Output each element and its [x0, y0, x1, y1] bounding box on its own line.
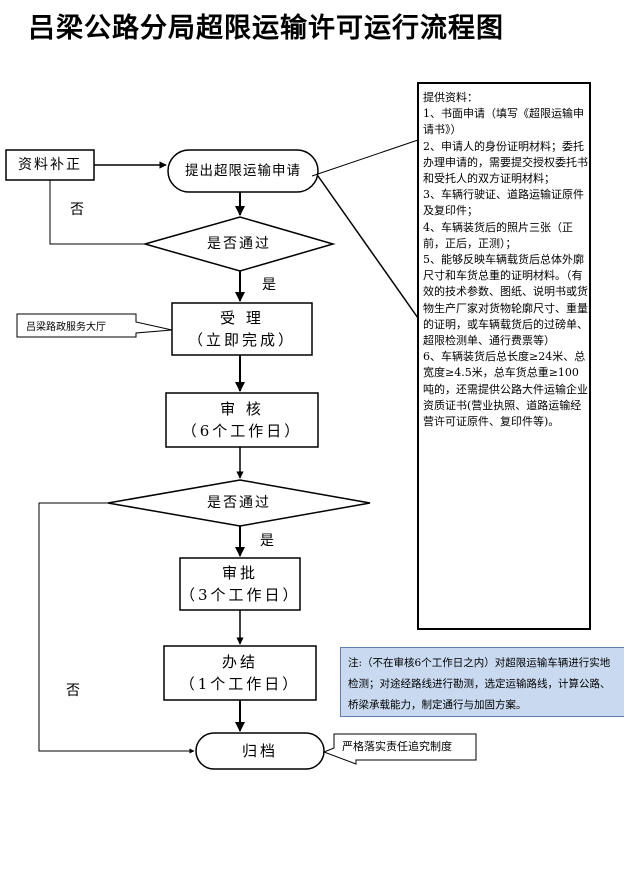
approve-title: 审批 [221, 563, 258, 582]
accept-node: 受 理 （立即完成） [172, 303, 312, 355]
yes-label-1: 是 [262, 277, 276, 293]
apply-box-shape [167, 149, 319, 193]
no-label-bottom: 否 [66, 683, 80, 699]
review-node: 审 核 （6个工作日） [166, 393, 318, 447]
complete-node: 办结 （1个工作日） [164, 646, 316, 700]
review-duration: （6个工作日） [181, 422, 303, 440]
approve-node: 审批 （3个工作日） [180, 558, 300, 610]
complete-box-shape [163, 645, 317, 701]
no-label-top: 否 [70, 202, 84, 218]
check1-label: 是否通过 [207, 235, 271, 252]
materials-box-shape [417, 82, 591, 630]
materials-item: 5、能够反映车辆载货后总体外廓尺寸和车货总重的证明材料。（有效的技术参数、图纸、… [423, 253, 588, 348]
check2-decision: 是否通过 [108, 480, 370, 526]
materials-item: 6、车辆装货后总长度≥24米、总宽度≥4.5米，总车货总重≥100吨的，还需提供… [423, 350, 588, 429]
materials-list: 提供资料： 1、书面申请（填写《超限运输申请书》） 2、申请人的身份证明材料；委… [423, 90, 589, 430]
archive-box-shape [195, 732, 325, 770]
service-hall-callout-shape [16, 313, 173, 338]
check2-label: 是否通过 [207, 494, 271, 511]
inspection-note: 注:（不在审核6个工作日之内）对超限运输车辆进行实地检测；对途经路线进行勘测，选… [340, 647, 624, 717]
supplement-label: 资料补正 [18, 156, 82, 173]
check2-diamond-shape [107, 479, 371, 527]
complete-title: 办结 [221, 652, 258, 671]
service-hall-callout: 吕梁路政服务大厅 [26, 322, 106, 333]
materials-heading: 提供资料： [423, 91, 478, 104]
approve-duration: （3个工作日） [180, 586, 301, 604]
apply-node: 提出超限运输申请 [168, 150, 318, 192]
complete-duration: （1个工作日） [179, 675, 301, 693]
accept-box-shape [171, 302, 313, 356]
review-box-shape [165, 392, 319, 448]
materials-item: 1、书面申请（填写《超限运输申请书》） [423, 107, 584, 137]
materials-item: 2、申请人的身份证明材料；委托办理申请的，需要提交授权委托书和受托人的双方证明材… [423, 139, 588, 186]
accountability-callout-shape [322, 733, 477, 765]
archive-node: 归档 [196, 733, 324, 769]
check1-diamond-shape [142, 216, 336, 272]
check1-decision: 是否通过 [145, 217, 333, 271]
accept-title: 受 理 [220, 308, 264, 327]
supplement-box: 资料补正 [6, 150, 94, 180]
archive-label: 归档 [241, 741, 278, 760]
materials-item: 3、车辆行驶证、道路运输证原件及复印件； [423, 188, 584, 218]
materials-item: 4、车辆装货后的照片三张（正前，正后，正测）； [423, 220, 573, 250]
approve-box-shape [179, 557, 301, 611]
accountability-callout: 严格落实责任追究制度 [342, 740, 452, 753]
supplement-box-shape [5, 149, 95, 181]
accept-duration: （立即完成） [187, 331, 296, 349]
yes-label-2: 是 [260, 533, 274, 549]
page-title: 吕梁公路分局超限运输许可运行流程图 [28, 13, 504, 44]
review-title: 审 核 [220, 399, 264, 418]
apply-label: 提出超限运输申请 [185, 162, 301, 179]
